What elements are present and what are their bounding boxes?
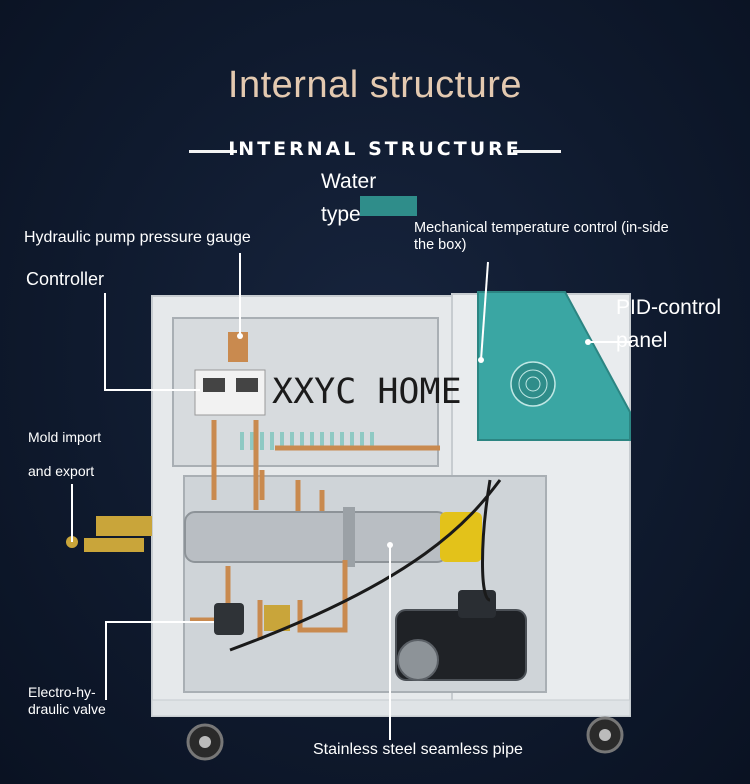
vent-slots: [240, 432, 374, 450]
mold-fitting: [96, 516, 152, 536]
heading-divider-right: [513, 150, 561, 153]
pid-control-panel: [477, 291, 631, 441]
label-stainless-steel-seamless-pipe: Stainless steel seamless pipe: [313, 741, 523, 758]
pressure-gauge: [228, 332, 248, 362]
label-pid-control-panel: PID-control panel: [616, 296, 722, 352]
label-electro-hydraulic-valve: Electro-hy-draulic valve: [28, 684, 106, 717]
electro-hydraulic-valve: [214, 603, 244, 635]
controller-box: [194, 369, 266, 416]
copper-pipes-upper: [211, 420, 440, 520]
leader-lines: [71, 253, 632, 740]
copper-pipes-lower: [190, 560, 348, 640]
panel-speaker-grille: [510, 361, 556, 407]
water-type-accent: [360, 196, 417, 216]
heater-cylinder: [184, 511, 448, 563]
page-title: Internal structure: [227, 64, 523, 106]
label-mechanical-temperature-control: Mechanical temperature control (in-side …: [414, 220, 669, 254]
power-cables: [229, 479, 502, 652]
label-hydraulic-pump-pressure-gauge: Hydraulic pump pressure gauge: [24, 229, 251, 246]
heater-end-cap: [440, 512, 482, 562]
section-heading: INTERNAL STRUCTURE: [0, 138, 750, 164]
label-controller: Controller: [26, 269, 105, 289]
label-water-type: Water type: [321, 170, 377, 226]
heading-divider-left: [189, 150, 237, 153]
label-mold-import-export: Mold import and export: [28, 429, 102, 479]
section-heading-text: INTERNAL STRUCTURE: [228, 138, 522, 160]
watermark: XXYC HOME: [272, 372, 462, 412]
